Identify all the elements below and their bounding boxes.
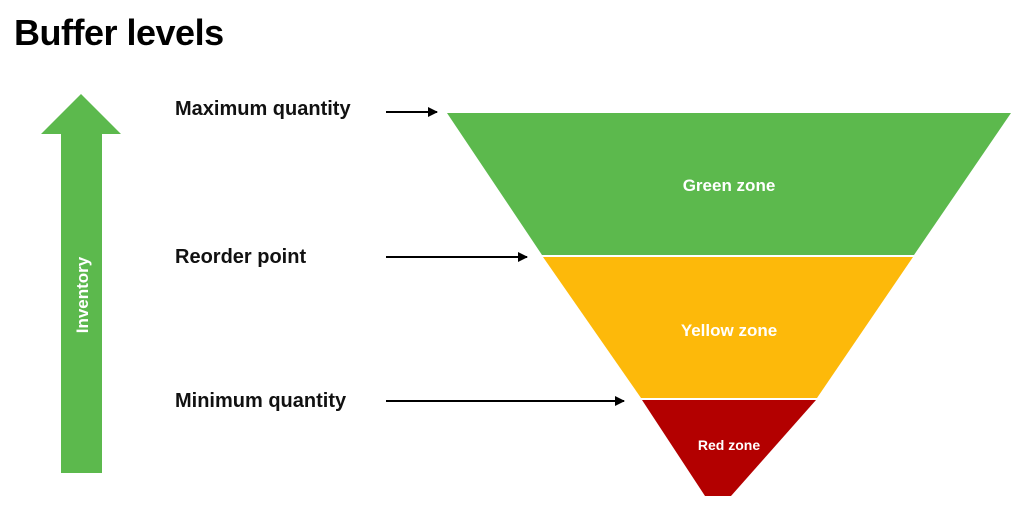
green-zone-label: Green zone <box>683 176 776 195</box>
yellow-zone <box>543 257 913 398</box>
maximum-quantity-label: Maximum quantity <box>175 98 351 120</box>
reorder-point-label: Reorder point <box>175 246 307 268</box>
inventory-arrow <box>41 94 121 473</box>
inventory-axis-label: Inventory <box>73 256 92 333</box>
green-zone <box>447 113 1011 255</box>
yellow-zone-label: Yellow zone <box>681 321 777 340</box>
minimum-quantity-label: Minimum quantity <box>175 390 347 412</box>
red-zone-label: Red zone <box>698 437 760 453</box>
page-title: Buffer levels <box>14 12 224 53</box>
red-zone <box>642 400 816 496</box>
